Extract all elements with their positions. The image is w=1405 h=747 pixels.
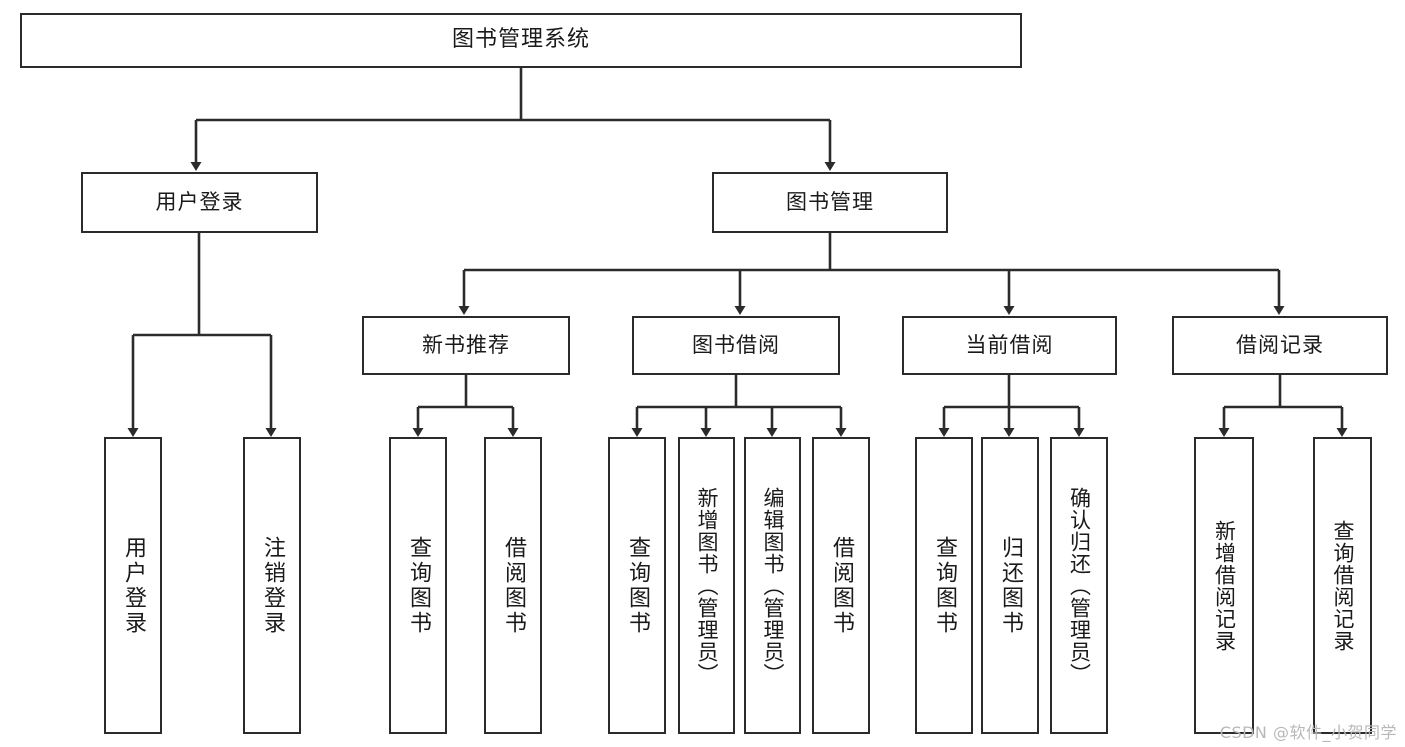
leaf-edit-book[interactable]: 编辑图书（管理员）	[744, 437, 801, 734]
leaf-user-logout[interactable]: 注销登录	[243, 437, 301, 734]
node-label: 图书管理	[786, 189, 874, 214]
node-label: 查询图书	[625, 535, 650, 636]
node-label: 借阅记录	[1236, 332, 1324, 357]
node-label: 注销登录	[260, 535, 285, 636]
node-label: 归还图书	[998, 535, 1023, 636]
node-label: 用户登录	[121, 535, 146, 636]
node-label: 查询借阅记录	[1331, 519, 1355, 652]
leaf-add-record[interactable]: 新增借阅记录	[1194, 437, 1254, 734]
leaf-query-book-3[interactable]: 查询图书	[915, 437, 973, 734]
leaf-confirm-return[interactable]: 确认归还（管理员）	[1050, 437, 1108, 734]
node-label: 用户登录	[155, 189, 244, 214]
node-label: 当前借阅	[965, 332, 1054, 357]
node-book-borrow[interactable]: 图书借阅	[632, 316, 840, 375]
node-current-borrow[interactable]: 当前借阅	[902, 316, 1117, 375]
node-label: 借阅图书	[501, 535, 526, 636]
node-label: 新书推荐	[422, 332, 510, 357]
leaf-add-book[interactable]: 新增图书（管理员）	[678, 437, 735, 734]
leaf-user-login[interactable]: 用户登录	[104, 437, 162, 734]
node-book-manage[interactable]: 图书管理	[712, 172, 948, 233]
node-user-login[interactable]: 用户登录	[81, 172, 318, 233]
node-label: 查询图书	[406, 535, 431, 636]
node-label: 新增图书（管理员）	[695, 486, 719, 685]
node-root-system[interactable]: 图书管理系统	[20, 13, 1022, 68]
node-label: 查询图书	[932, 535, 957, 636]
node-label: 新增借阅记录	[1212, 519, 1237, 652]
leaf-borrow-book-2[interactable]: 借阅图书	[812, 437, 870, 734]
leaf-query-record[interactable]: 查询借阅记录	[1313, 437, 1372, 734]
leaf-borrow-book-1[interactable]: 借阅图书	[484, 437, 542, 734]
node-borrow-record[interactable]: 借阅记录	[1172, 316, 1388, 375]
node-label: 借阅图书	[829, 535, 854, 636]
node-label: 图书管理系统	[451, 27, 590, 53]
leaf-query-book-1[interactable]: 查询图书	[389, 437, 447, 734]
leaf-query-book-2[interactable]: 查询图书	[608, 437, 666, 734]
node-new-book-recommend[interactable]: 新书推荐	[362, 316, 570, 375]
node-label: 图书借阅	[692, 332, 780, 357]
leaf-return-book[interactable]: 归还图书	[981, 437, 1039, 734]
node-label: 编辑图书（管理员）	[761, 486, 785, 685]
node-label: 确认归还（管理员）	[1067, 486, 1092, 685]
